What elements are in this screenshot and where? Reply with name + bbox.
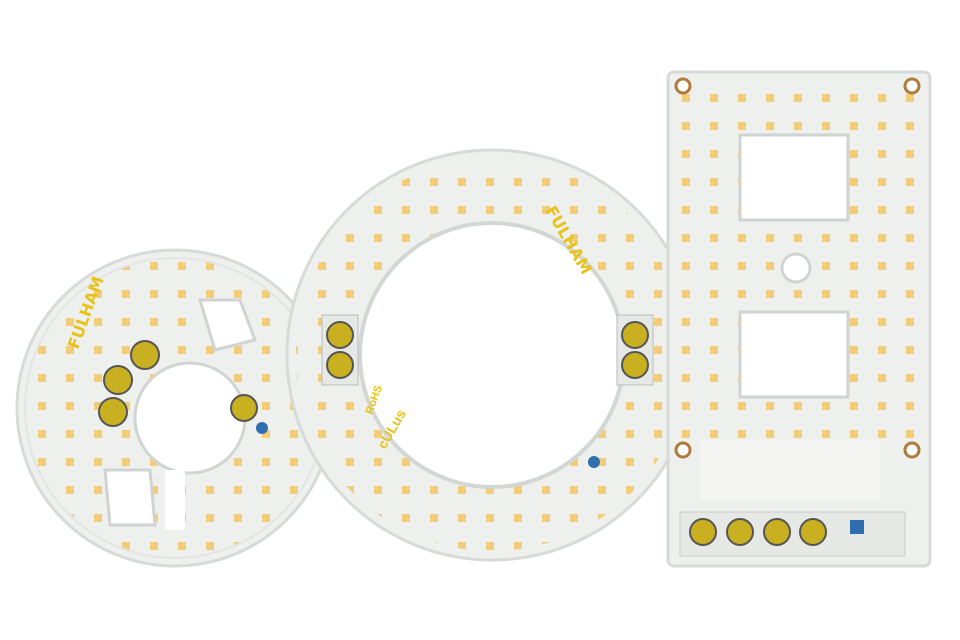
capacitor-icon xyxy=(98,340,258,427)
capacitor-icon xyxy=(689,518,827,546)
small-circular-board: FULHAM xyxy=(15,248,335,568)
rectangular-board xyxy=(666,70,932,568)
ring-board: FULHAM RoHS cULus xyxy=(285,148,699,562)
capacitor-icon xyxy=(321,314,654,386)
